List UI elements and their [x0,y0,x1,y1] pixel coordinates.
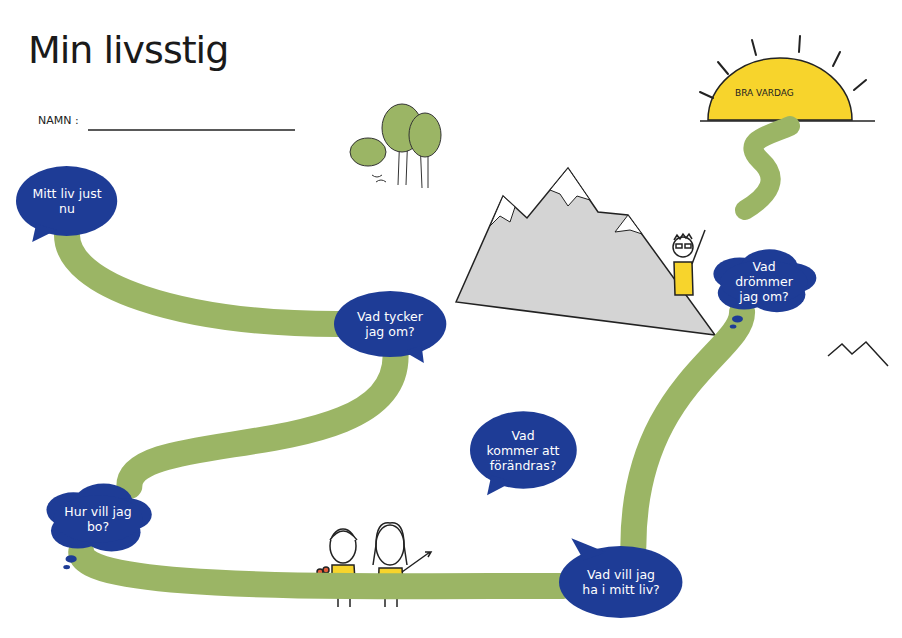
question-text: Vad tycker jag om? [351,309,429,339]
sun-road [745,126,790,210]
page-title: Min livsstig [28,28,228,72]
name-line [88,129,295,131]
question-bubble: Vad tycker jag om? [334,288,446,360]
hills-sketch [828,342,888,366]
mountains [456,168,715,335]
question-bubble: Hur vill jag bo? [42,482,154,556]
road-connector [129,356,395,486]
name-label: NAMN : [38,114,79,127]
road-connector [633,312,742,547]
sun [700,36,875,121]
question-bubble: Vad drömmer jag om? [709,248,819,316]
question-text: Mitt liv just nu [32,186,102,216]
question-text: Vad drömmer jag om? [726,259,802,304]
question-bubble: Mitt liv just nu [16,163,117,239]
mountain-person [673,230,705,295]
road-connector [81,552,563,586]
question-text: Vad vill jag ha i mitt liv? [578,567,664,597]
sun-label: BRA VARDAG [735,88,794,98]
road-connector [67,235,338,324]
question-bubble: Vad kommer att förändras? [470,408,577,492]
question-text: Vad kommer att förändras? [486,428,560,473]
question-text: Hur vill jag bo? [63,504,133,534]
question-bubble: Vad vill jag ha i mitt liv? [559,543,682,621]
trees [350,104,441,188]
